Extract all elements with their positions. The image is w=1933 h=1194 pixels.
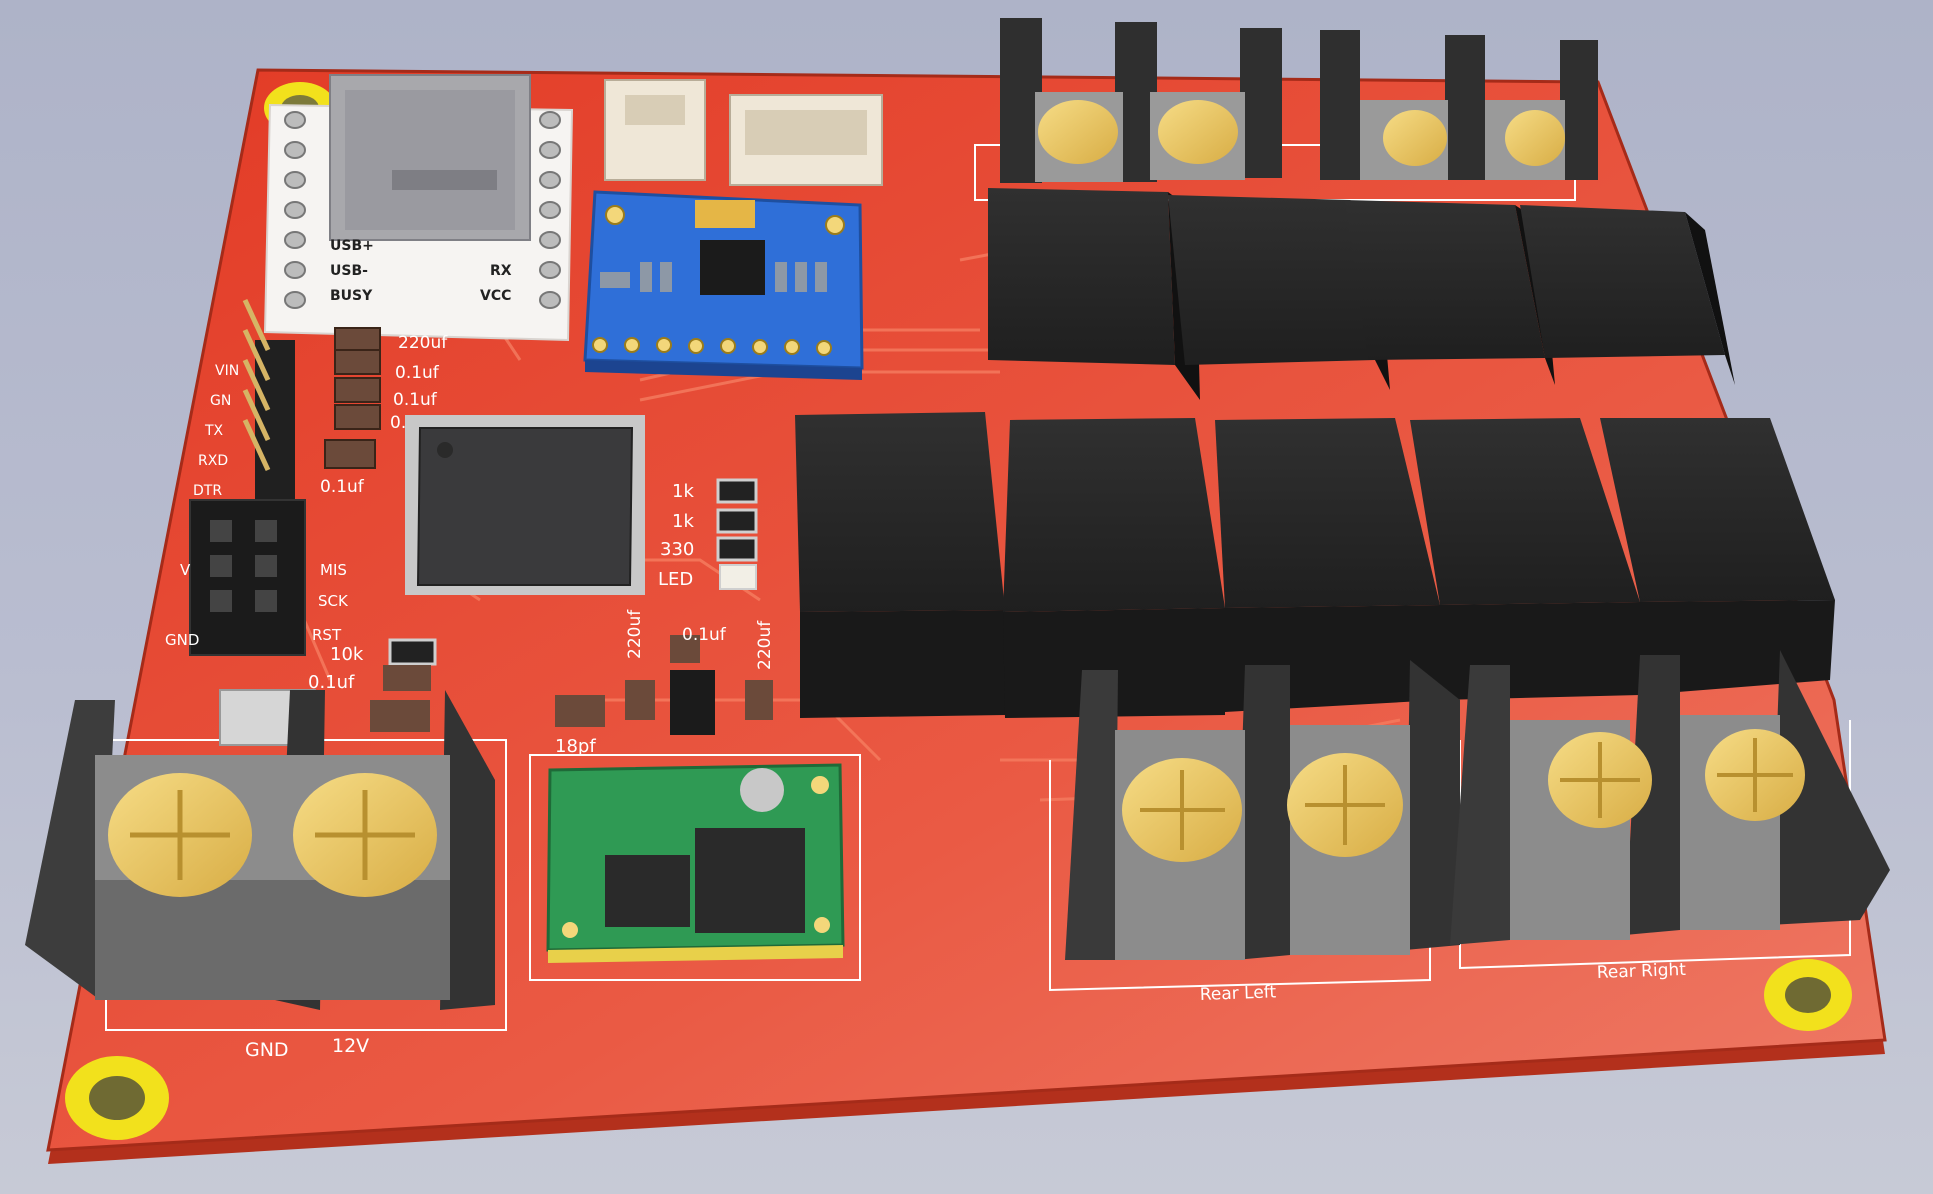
header-pin-gnd: GN — [210, 393, 231, 409]
dc-dc-converter — [546, 763, 845, 963]
label-gnd: GND — [245, 1039, 289, 1061]
cap-label-0-1uf-f: 0.1uf — [308, 672, 355, 693]
cap-label-0-1uf-e: 0.1uf — [682, 625, 727, 645]
res-label-1k-a: 1k — [672, 481, 694, 502]
led-label: LED — [658, 569, 693, 590]
isp-pin-rst: RST — [312, 626, 342, 644]
cap-label-0-1uf-d: 0.1uf — [320, 477, 365, 497]
sd-pin-vcc: VCC — [480, 288, 511, 304]
cap-label-0-1uf-b: 0.1uf — [393, 390, 438, 410]
sd-pin-busy: BUSY — [330, 288, 373, 304]
cap-label-220uf-b: 220uf — [625, 609, 645, 659]
screw-terminals: GND 12V Rear Left — [25, 18, 1890, 1061]
jst-connector-2pin — [604, 79, 706, 181]
relay-bank — [795, 188, 1835, 718]
terminal-power: GND 12V — [25, 690, 495, 1061]
label-rear-right: Rear Right — [1596, 960, 1686, 983]
relay-bottom-1 — [1003, 418, 1225, 718]
isp-pin-v: V — [180, 561, 191, 579]
sd-pin-rx: RX — [490, 263, 512, 279]
isp-pin-mis: MIS — [320, 561, 347, 579]
cap-label-220uf-c: 220uf — [755, 620, 775, 670]
terminal-rear-left: Rear Left — [1065, 660, 1460, 1005]
header-pin-dtr: DTR — [193, 483, 222, 499]
res-label-10k: 10k — [330, 644, 364, 665]
relay-side-large — [795, 412, 1005, 718]
isp-connector: MIS SCK RST V GND — [165, 499, 349, 656]
header-pin-tx: TX — [204, 423, 224, 439]
header-pin-rxd: RXD — [198, 453, 228, 469]
cap-label-220uf: 220uf — [398, 333, 448, 353]
sd-card-module: USB+ USB- BUSY RX VCC — [263, 74, 574, 342]
relay-top-3 — [1345, 200, 1555, 385]
jst-connector-4pin — [729, 94, 883, 186]
mount-hole-bl — [65, 1056, 169, 1140]
isp-pin-gnd: GND — [165, 631, 199, 649]
relay-top-4 — [1520, 205, 1735, 385]
res-label-1k-b: 1k — [672, 511, 694, 532]
cap-label-18pf: 18pf — [555, 736, 596, 757]
terminal-top-left — [1000, 18, 1282, 183]
label-rear-left: Rear Left — [1199, 982, 1276, 1005]
relay-bottom-2 — [1215, 418, 1440, 712]
status-led — [719, 564, 757, 590]
label-12v: 12V — [332, 1035, 369, 1057]
resistor-group: 1k 1k 330 LED — [658, 478, 758, 590]
res-label-330: 330 — [660, 539, 694, 560]
sd-pin-usb-minus: USB- — [330, 263, 368, 279]
sd-pin-usb-plus: USB+ — [330, 238, 374, 254]
terminal-top-right — [1320, 30, 1598, 180]
cap-label-0-1uf-a: 0.1uf — [395, 363, 440, 383]
microcontroller-chip — [405, 415, 645, 595]
header-pin-vin: VIN — [215, 363, 239, 379]
regulator-area: 220uf 0.1uf 220uf — [625, 609, 775, 735]
accelerometer-module — [583, 190, 864, 380]
isp-pin-sck: SCK — [318, 592, 349, 610]
pin-header-serial: VIN GN TX RXD DTR — [193, 298, 295, 510]
terminal-rear-right: Rear Right — [1450, 650, 1890, 983]
mount-hole-br — [1764, 959, 1852, 1031]
